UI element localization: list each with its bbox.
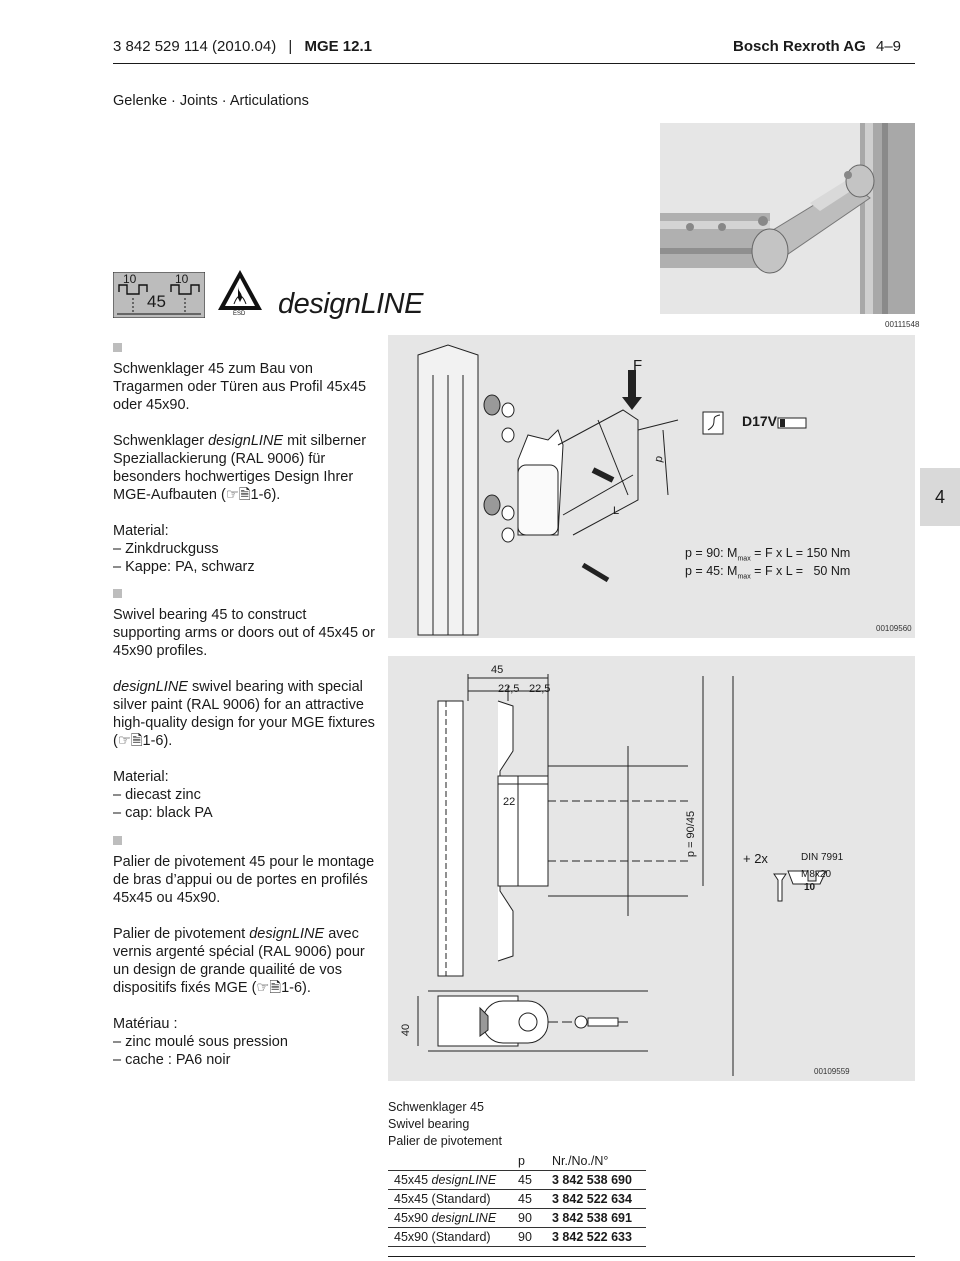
en-material-2: – cap: black PA xyxy=(113,805,213,821)
table-row: 45x90 (Standard) 90 3 842 522 633 xyxy=(388,1227,646,1247)
dim-22-5-left: 22,5 xyxy=(498,683,520,695)
text-german: Schwenklager 45 zum Bau von Tragarmen od… xyxy=(113,343,375,576)
bullet-en xyxy=(113,589,122,598)
document-ref-icon: 🗎 xyxy=(238,487,251,503)
order-titles: Schwenklager 45 Swivel bearing Palier de… xyxy=(388,1099,502,1150)
text-french: Palier de pivotement 45 pour le montage … xyxy=(113,836,375,1069)
table-header-row: p Nr./No./N° xyxy=(388,1152,646,1171)
dimension-drawing: 45 22,5 22,5 22 p = 90/45 40 + 2x DIN 79… xyxy=(388,656,915,1081)
fr-material-1: – zinc moulé sous pression xyxy=(113,1034,288,1050)
photo-code: 00111548 xyxy=(885,320,920,329)
table-row: 45x45 designLINE 45 3 842 538 690 xyxy=(388,1170,646,1190)
order-title-de: Schwenklager 45 xyxy=(388,1100,484,1114)
fr-intro: Palier de pivotement 45 pour le montage … xyxy=(113,854,375,906)
force-label: F xyxy=(633,357,643,374)
torque-p45: p = 45: Mmax = F x L = 50 Nm xyxy=(685,564,851,581)
header-rule xyxy=(113,63,915,64)
en-intro: Swivel bearing 45 to construct supportin… xyxy=(113,607,375,659)
order-table: p Nr./No./N° 45x45 designLINE 45 3 842 5… xyxy=(388,1152,646,1247)
footer-rule xyxy=(388,1256,915,1257)
dim-p-range: p = 90/45 xyxy=(685,810,698,858)
col-p-header: p xyxy=(512,1152,546,1171)
table-row: 45x90 designLINE 90 3 842 538 691 xyxy=(388,1208,646,1228)
product-photo xyxy=(660,123,915,314)
slot-left-label: 10 xyxy=(123,272,137,286)
page-number: 4–9 xyxy=(876,38,902,55)
drawing-code-top: 00109560 xyxy=(876,624,912,633)
document-ref-icon: 🗎 xyxy=(130,733,143,749)
installation-drawing: F p L D17V p = 90: Mmax = F x L = 150 Nm… xyxy=(388,335,915,638)
order-title-fr: Palier de pivotement xyxy=(388,1134,502,1148)
de-material-label: Material: xyxy=(113,523,169,539)
designline-logo: designLINE xyxy=(278,288,423,320)
product-name: MGE 12.1 xyxy=(304,38,372,55)
dim-l-label: L xyxy=(613,505,620,517)
fr-material-label: Matériau : xyxy=(113,1016,178,1032)
screw-quantity: + 2x xyxy=(743,851,768,866)
de-intro: Schwenklager 45 zum Bau von Tragarmen od… xyxy=(113,361,367,413)
doc-reference: 3 842 529 114 (2010.04) | MGE 12.1 xyxy=(113,38,372,55)
document-ref-icon: 🗎 xyxy=(269,980,282,996)
dim-45: 45 xyxy=(491,664,504,676)
fr-material-2: – cache : PA6 noir xyxy=(113,1052,231,1068)
torque-p90: p = 90: Mmax = F x L = 150 Nm xyxy=(685,546,851,563)
de-material-1: – Zinkdruckguss xyxy=(113,541,219,557)
de-designline-paragraph: Schwenklager designLINE mit silberner Sp… xyxy=(113,433,367,503)
en-material-label: Material: xyxy=(113,769,169,785)
screw-size: M8x20 xyxy=(801,869,832,880)
dim-22-5-right: 22,5 xyxy=(529,683,551,695)
table-row: 45x45 (Standard) 45 3 842 522 634 xyxy=(388,1189,646,1209)
order-title-en: Swivel bearing xyxy=(388,1117,470,1131)
chapter-tab: 4 xyxy=(920,468,960,526)
doc-ref-number: 3 842 529 114 (2010.04) xyxy=(113,38,277,55)
profile-width-label: 45 xyxy=(147,292,166,311)
fr-designline-paragraph: Palier de pivotement designLINE avec ver… xyxy=(113,926,365,996)
col-nr-header: Nr./No./N° xyxy=(546,1152,646,1171)
tool-size-label: D17V xyxy=(742,413,778,429)
section-title: Gelenke · Joints · Articulations xyxy=(113,93,309,109)
bullet-de xyxy=(113,343,122,352)
de-material-2: – Kappe: PA, schwarz xyxy=(113,559,255,575)
en-designline-paragraph: designLINE swivel bearing with special s… xyxy=(113,679,375,749)
bullet-fr xyxy=(113,836,122,845)
text-english: Swivel bearing 45 to construct supportin… xyxy=(113,589,375,822)
esd-warning-icon: ESD xyxy=(216,268,264,320)
company-name: Bosch Rexroth AG xyxy=(733,38,866,55)
esd-label: ESD xyxy=(233,311,246,317)
en-material-1: – diecast zinc xyxy=(113,787,201,803)
profile-45-badge: 10 10 45 xyxy=(112,271,206,319)
dim-22: 22 xyxy=(503,796,516,808)
slot-right-label: 10 xyxy=(175,272,189,286)
header-separator: | xyxy=(288,38,293,55)
screw-standard: DIN 7991 xyxy=(801,852,844,863)
drawing-code-bottom: 00109559 xyxy=(814,1067,850,1076)
slot-size: 10 xyxy=(804,882,816,893)
dim-40: 40 xyxy=(400,1023,413,1037)
